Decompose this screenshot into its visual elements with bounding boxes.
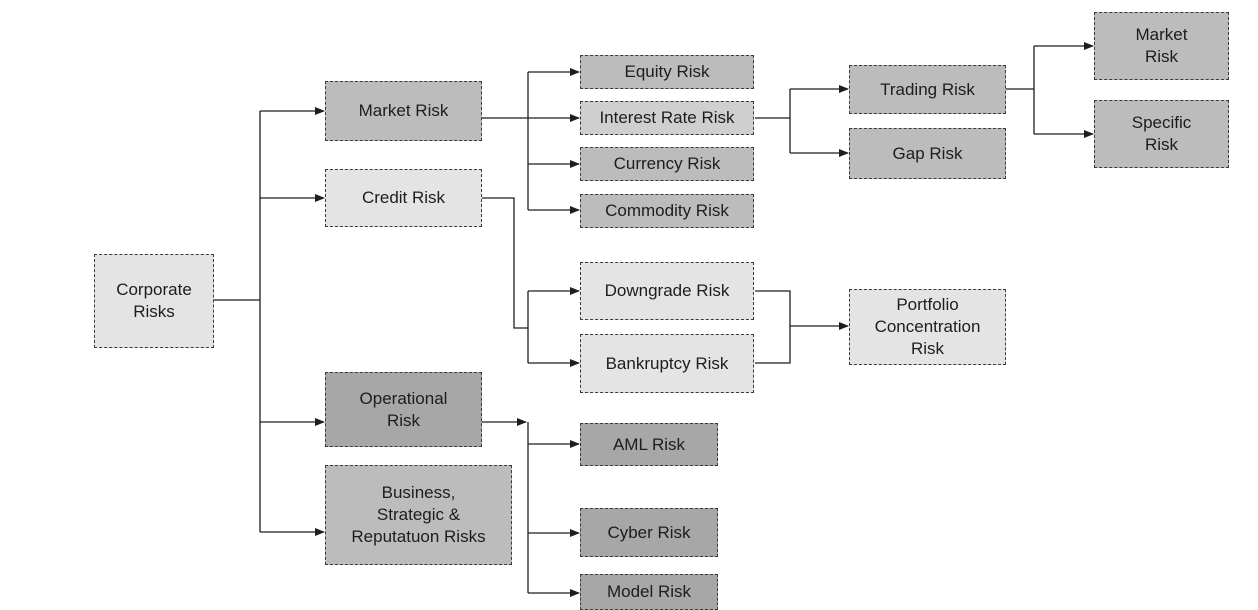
node-gap-risk: Gap Risk [849,128,1006,179]
connector-interest-trunk [755,89,791,153]
connector-market-trunk [482,72,529,210]
connector-credit-merge [755,290,791,364]
node-currency-risk: Currency Risk [580,147,754,181]
node-cyber-risk: Cyber Risk [580,508,718,557]
node-commodity-risk: Commodity Risk [580,194,754,228]
node-business-strategic-reputation-risks: Business, Strategic & Reputatuon Risks [325,465,512,565]
node-market-risk: Market Risk [325,81,482,141]
node-corporate-risks: Corporate Risks [94,254,214,348]
node-bankruptcy-risk: Bankruptcy Risk [580,334,754,393]
connector-corporate-trunk [214,111,261,532]
node-operational-risk: Operational Risk [325,372,482,447]
node-equity-risk: Equity Risk [580,55,754,89]
node-specific-risk: Specific Risk [1094,100,1229,168]
node-portfolio-concentration-risk: Portfolio Concentration Risk [849,289,1006,365]
node-model-risk: Model Risk [580,574,718,610]
node-trading-risk: Trading Risk [849,65,1006,114]
node-aml-risk: AML Risk [580,423,718,466]
connector-credit-trunk [482,197,529,363]
node-market-risk-trading: Market Risk [1094,12,1229,80]
node-interest-rate-risk: Interest Rate Risk [580,101,754,135]
connector-trading-trunk [1006,46,1035,134]
node-credit-risk: Credit Risk [325,169,482,227]
node-downgrade-risk: Downgrade Risk [580,262,754,320]
